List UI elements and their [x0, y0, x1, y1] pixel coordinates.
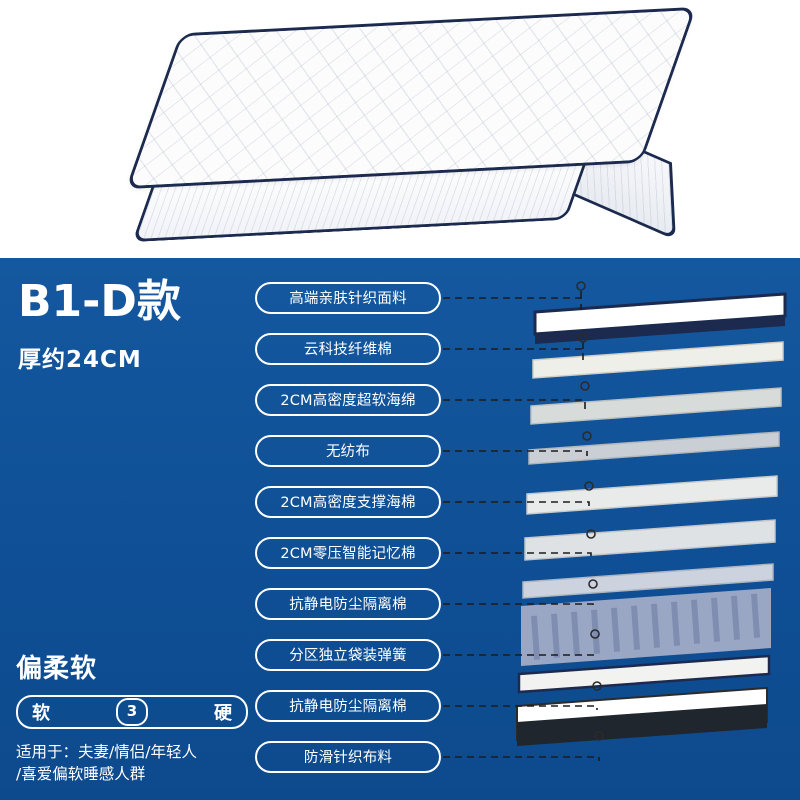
info-panel: B1-D款 厚约24CM 高端亲肤针织面料 云科技纤维棉 2CM高密度超软海绵 … [0, 258, 800, 800]
slab-antistatic-top [522, 563, 774, 599]
slab-soft-sponge [530, 387, 782, 425]
suitable-line-1: 适用于：夫妻/情侣/年轻人 [16, 743, 197, 761]
layer-label: 无纺布 [255, 435, 441, 467]
suitable-text: 适用于：夫妻/情侣/年轻人 /喜爱偏软睡感人群 [16, 741, 248, 786]
layer-label: 抗静电防尘隔离棉 [255, 690, 441, 722]
layer-label: 2CM零压智能记忆棉 [255, 537, 441, 569]
firmness-block: 偏柔软 软 3 硬 适用于：夫妻/情侣/年轻人 /喜爱偏软睡感人群 [16, 648, 248, 786]
layer-label: 2CM高密度超软海绵 [255, 384, 441, 416]
layer-label: 2CM高密度支撑海棉 [255, 486, 441, 518]
layer-label: 分区独立袋装弹簧 [255, 639, 441, 671]
firmness-soft-label: 软 [32, 703, 50, 724]
mattress-top-surface [125, 6, 697, 190]
product-photo [0, 0, 800, 258]
slab-non-woven [528, 431, 780, 465]
exploded-layer-stack [455, 276, 800, 776]
suitable-line-2: /喜爱偏软睡感人群 [16, 765, 146, 784]
firmness-level: 3 [116, 698, 148, 726]
layer-label: 高端亲肤针织面料 [255, 282, 441, 314]
slab-pocket-springs [521, 588, 771, 666]
layer-label-list: 高端亲肤针织面料 云科技纤维棉 2CM高密度超软海绵 无纺布 2CM高密度支撑海… [255, 282, 441, 792]
layer-label: 云科技纤维棉 [255, 333, 441, 365]
slab-antislip-base [516, 686, 768, 746]
firmness-hard-label: 硬 [214, 703, 232, 724]
slab-support-sponge [526, 475, 778, 515]
layer-label: 防滑针织布料 [255, 741, 441, 773]
slab-fiber-cotton [532, 341, 784, 379]
mattress-image [118, 6, 697, 246]
layer-label: 抗静电防尘隔离棉 [255, 588, 441, 620]
layer-slabs [516, 292, 787, 746]
slab-knit-fabric [533, 292, 787, 344]
model-title: B1-D款 [18, 276, 181, 327]
slab-memory-foam [524, 519, 776, 561]
firmness-scale: 软 3 硬 [16, 695, 248, 729]
slab-antistatic-bottom [517, 654, 771, 694]
thickness-label: 厚约24CM [18, 347, 142, 373]
firmness-title: 偏柔软 [16, 654, 98, 684]
title-block: B1-D款 厚约24CM [18, 280, 248, 374]
